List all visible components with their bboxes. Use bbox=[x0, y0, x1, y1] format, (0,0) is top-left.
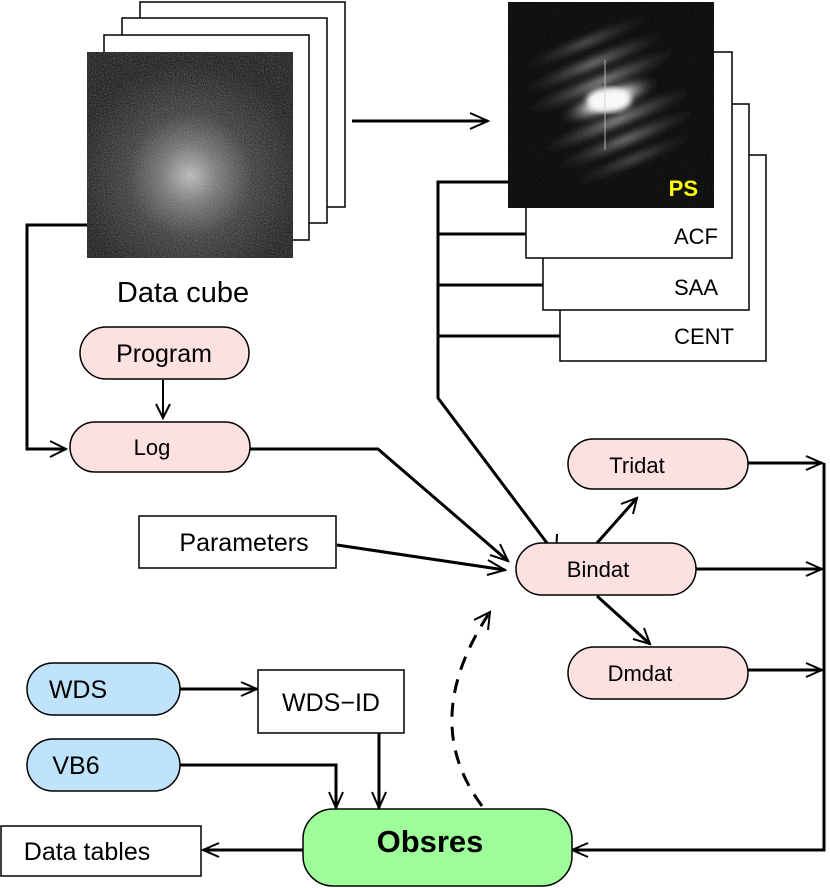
arrowhead-dmdat-to-bus bbox=[805, 662, 825, 678]
arrow-log-to-bindat bbox=[250, 447, 509, 563]
node-vb6: VB6 bbox=[26, 738, 181, 792]
node-data-tables: Data tables bbox=[0, 825, 202, 877]
arrowhead-cube-to-log bbox=[49, 440, 69, 458]
acf-label: ACF bbox=[674, 224, 718, 249]
wds-id-label: WDS−ID bbox=[282, 689, 380, 717]
node-obsres: Obsres bbox=[302, 808, 573, 887]
arrowhead-tridat-to-bus bbox=[805, 455, 825, 471]
node-log: Log bbox=[69, 421, 251, 473]
arrow-parameters-to-bindat bbox=[336, 543, 506, 572]
arrow-bindat-to-tridat bbox=[595, 497, 639, 544]
node-program: Program bbox=[79, 326, 250, 380]
arrowhead-cube-to-products bbox=[469, 112, 491, 130]
node-wds-id: WDS−ID bbox=[257, 669, 405, 734]
data-cube-label: Data cube bbox=[117, 277, 249, 309]
arrowhead-bindat-to-dmdat bbox=[632, 627, 652, 646]
product-stack: PS ACF SAA CENT bbox=[508, 2, 767, 362]
dashed-feedback-obsres-to-bindat bbox=[450, 611, 492, 807]
connectors bbox=[25, 112, 826, 858]
vb6-label: VB6 bbox=[52, 752, 99, 780]
arrowhead-bindat-to-bus bbox=[805, 561, 825, 577]
arrow-bindat-to-dmdat bbox=[595, 594, 652, 646]
arrow-vb6-to-obsres bbox=[180, 763, 338, 808]
wds-label: WDS bbox=[49, 676, 107, 704]
arrowhead-wdsid-to-obsres bbox=[371, 791, 387, 811]
arrowhead-log-to-bindat bbox=[489, 543, 510, 563]
cent-label: CENT bbox=[674, 324, 734, 349]
parameters-label: Parameters bbox=[179, 529, 308, 557]
arrowhead-vb6-to-obsres bbox=[328, 791, 344, 811]
arrow-cube-to-log bbox=[25, 223, 87, 451]
arrowhead-obsres-to-datatables bbox=[200, 842, 220, 858]
arrowhead-program-to-log bbox=[155, 403, 171, 421]
arrowhead-bindat-to-tridat bbox=[620, 496, 639, 515]
ps-label: PS bbox=[669, 176, 698, 201]
node-dmdat: Dmdat bbox=[567, 646, 749, 700]
arrow-products-to-bindat bbox=[436, 180, 558, 556]
node-bindat: Bindat bbox=[515, 542, 697, 596]
power-spectrum-image bbox=[508, 2, 714, 208]
arrowhead-parameters-to-bindat bbox=[486, 559, 508, 576]
node-tridat: Tridat bbox=[567, 438, 749, 490]
node-wds: WDS bbox=[26, 662, 181, 716]
data-cube-speckle-image bbox=[87, 52, 293, 258]
obsres-label: Obsres bbox=[377, 824, 484, 859]
data-tables-label: Data tables bbox=[24, 838, 150, 866]
log-label: Log bbox=[134, 435, 171, 460]
tridat-label: Tridat bbox=[609, 453, 664, 478]
arrowhead-wds-to-wdsid bbox=[240, 681, 260, 697]
bindat-label: Bindat bbox=[567, 557, 629, 582]
node-parameters: Parameters bbox=[138, 515, 337, 569]
data-cube-stack bbox=[87, 1, 346, 258]
saa-label: SAA bbox=[674, 275, 718, 300]
dmdat-label: Dmdat bbox=[608, 661, 673, 686]
bus-to-obsres bbox=[572, 463, 826, 852]
program-label: Program bbox=[116, 340, 212, 368]
arrowhead-feedback bbox=[473, 610, 492, 631]
